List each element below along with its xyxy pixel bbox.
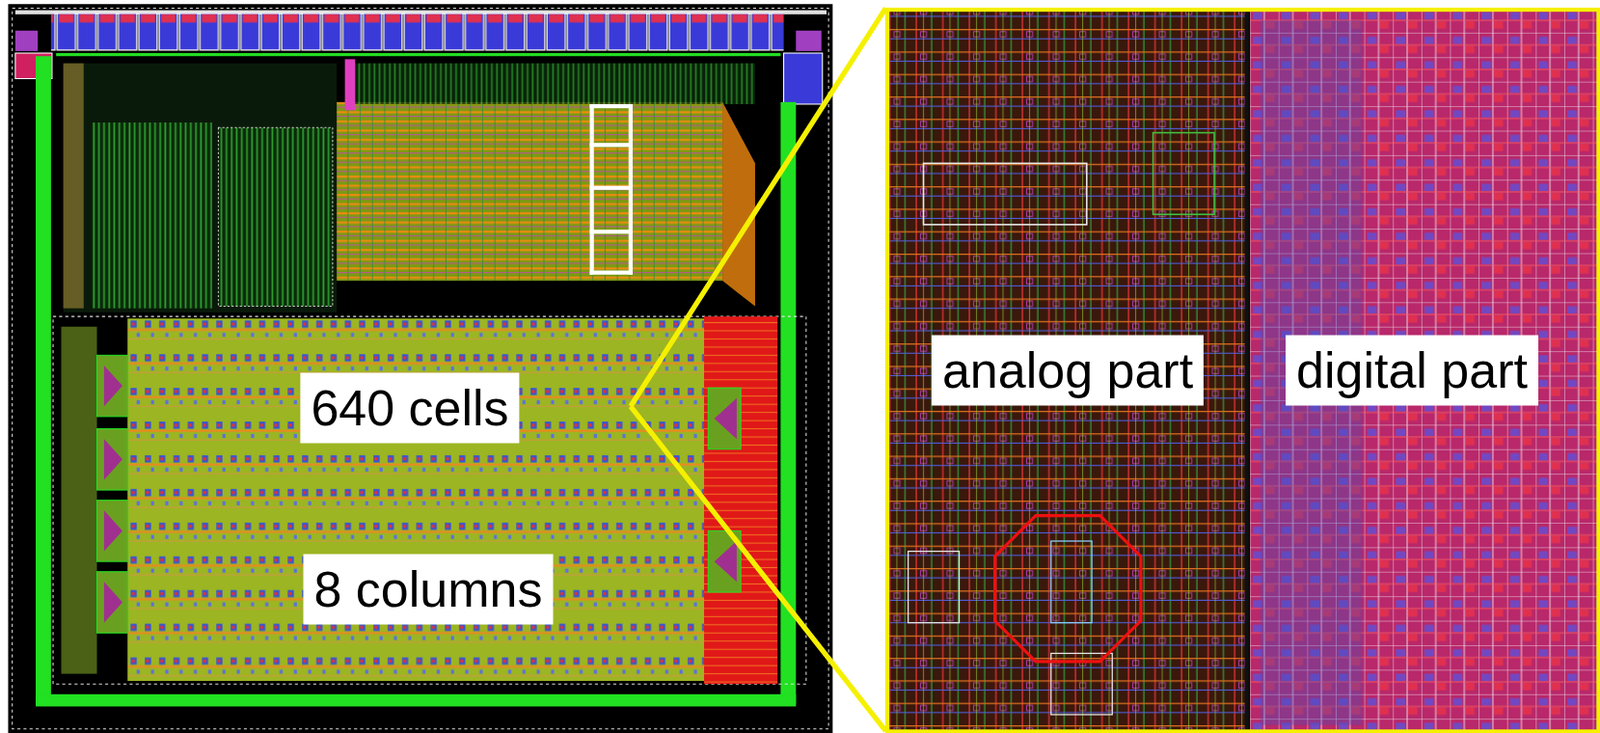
region-label: 640 cells	[299, 373, 519, 444]
wire-bundle	[63, 63, 84, 309]
column-drivers	[97, 354, 129, 633]
inductor	[995, 515, 1141, 662]
pad-row	[51, 12, 785, 52]
driver-symbol	[714, 398, 737, 583]
digital-layout	[1249, 10, 1600, 732]
device	[908, 551, 960, 624]
wire-bundle	[217, 127, 333, 306]
zoom-line	[630, 7, 887, 731]
chip-ground	[7, 3, 833, 733]
device	[1153, 133, 1215, 216]
divider	[1245, 10, 1249, 732]
chip-outline	[12, 7, 829, 729]
region-label: analog part	[931, 335, 1204, 407]
power-ring	[35, 55, 52, 705]
device	[923, 162, 1087, 225]
analog-layout	[887, 10, 1245, 732]
power-ring	[35, 694, 796, 707]
zoom-frame	[887, 9, 1599, 732]
wire-bundle	[347, 63, 756, 105]
marker	[590, 229, 633, 234]
corner-pad	[795, 30, 821, 52]
marker	[590, 104, 595, 275]
zoom-ground	[885, 7, 1600, 733]
routing	[704, 316, 778, 684]
block	[63, 63, 338, 313]
corner-pad	[784, 53, 823, 105]
power-ring	[55, 53, 781, 56]
region-label: digital part	[1285, 335, 1539, 407]
wire-fan	[722, 102, 756, 307]
marker	[590, 142, 633, 147]
logic-block	[336, 102, 723, 281]
marker	[590, 186, 633, 190]
column-drivers	[707, 387, 741, 593]
via-strip	[345, 58, 356, 110]
array-outline	[53, 316, 807, 684]
marker-group	[590, 104, 633, 275]
driver-symbol	[104, 365, 123, 624]
corner-pad	[15, 30, 38, 52]
marker	[628, 104, 633, 275]
marker	[590, 271, 633, 275]
cell-array	[127, 318, 706, 681]
region-label: 8 columns	[303, 554, 554, 625]
wire-bundle	[91, 122, 213, 309]
marker	[590, 104, 633, 109]
device	[1051, 541, 1092, 624]
wire-bundle	[60, 326, 97, 675]
